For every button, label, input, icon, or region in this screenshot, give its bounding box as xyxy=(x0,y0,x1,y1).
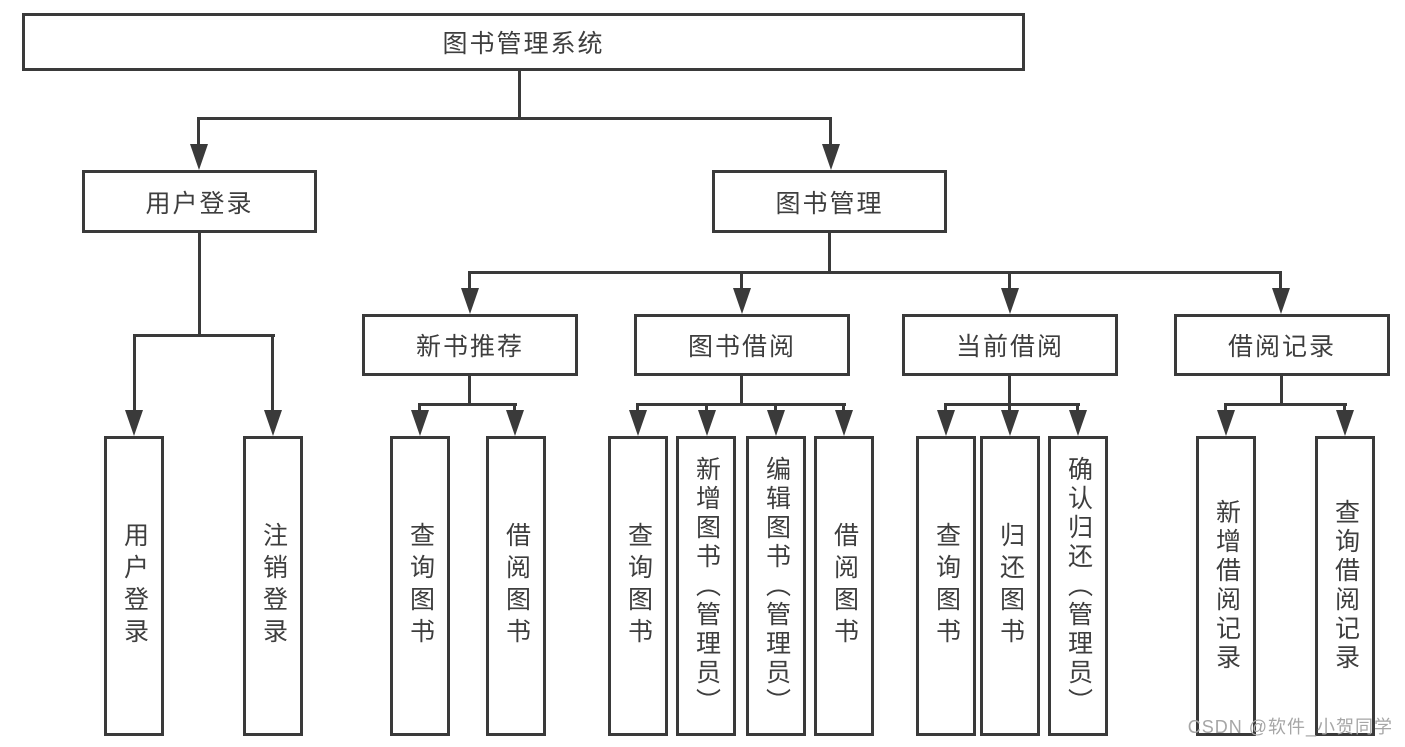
connector-line xyxy=(197,117,200,149)
leaf-query-books-borrow: 查询图书 xyxy=(608,436,668,736)
leaf-query-books-recommend-label: 查询图书 xyxy=(406,522,435,650)
connector-line xyxy=(636,403,639,413)
arrow-down-icon xyxy=(1272,288,1290,314)
connector-line xyxy=(133,334,275,337)
connector-line xyxy=(1008,271,1011,291)
arrow-down-icon xyxy=(733,288,751,314)
leaf-query-books-current: 查询图书 xyxy=(916,436,976,736)
connector-line xyxy=(1224,403,1347,406)
connector-line xyxy=(271,334,274,412)
connector-line xyxy=(1224,403,1227,413)
connector-line xyxy=(1076,403,1079,413)
csdn-watermark: CSDN @软件_小贺同学 xyxy=(1187,717,1393,737)
arrow-down-icon xyxy=(125,410,143,436)
connector-line xyxy=(740,376,743,406)
node-current-borrow: 当前借阅 xyxy=(902,314,1118,376)
leaf-borrow-books: 借阅图书 xyxy=(814,436,874,736)
connector-line xyxy=(944,403,947,413)
node-new-book-recommend-label: 新书推荐 xyxy=(415,333,524,361)
connector-line xyxy=(468,271,1282,274)
leaf-query-books-recommend: 查询图书 xyxy=(390,436,450,736)
leaf-logout: 注销登录 xyxy=(243,436,303,736)
connector-line xyxy=(518,71,521,119)
node-user-login: 用户登录 xyxy=(82,170,317,233)
arrow-down-icon xyxy=(767,410,785,436)
leaf-borrow-books-recommend: 借阅图书 xyxy=(486,436,546,736)
connector-line xyxy=(636,403,846,406)
connector-line xyxy=(1279,271,1282,291)
leaf-edit-book-admin: 编辑图书（管理员） xyxy=(746,436,806,736)
connector-line xyxy=(133,334,136,412)
arrow-down-icon xyxy=(937,410,955,436)
connector-line xyxy=(468,376,471,406)
arrow-down-icon xyxy=(1217,410,1235,436)
arrow-down-icon xyxy=(1336,410,1354,436)
leaf-borrow-books-recommend-label: 借阅图书 xyxy=(502,522,531,650)
arrow-down-icon xyxy=(835,410,853,436)
arrow-down-icon xyxy=(1069,410,1087,436)
connector-line xyxy=(418,403,421,413)
arrow-down-icon xyxy=(698,410,716,436)
connector-line xyxy=(705,403,708,413)
node-user-login-label: 用户登录 xyxy=(145,189,254,218)
leaf-edit-book-admin-label: 编辑图书（管理员） xyxy=(762,455,791,717)
arrow-down-icon xyxy=(1001,410,1019,436)
connector-line xyxy=(1343,403,1346,413)
arrow-down-icon xyxy=(1001,288,1019,314)
connector-line xyxy=(468,271,471,291)
leaf-logout-label: 注销登录 xyxy=(259,522,288,650)
arrow-down-icon xyxy=(506,410,524,436)
node-current-borrow-label: 当前借阅 xyxy=(955,333,1064,361)
connector-line xyxy=(828,233,831,274)
leaf-add-book-admin: 新增图书（管理员） xyxy=(676,436,736,736)
arrow-down-icon xyxy=(264,410,282,436)
connector-line xyxy=(740,271,743,291)
leaf-return-book: 归还图书 xyxy=(980,436,1040,736)
arrow-down-icon xyxy=(190,144,208,170)
node-borrow-records: 借阅记录 xyxy=(1174,314,1390,376)
leaf-query-books-current-label: 查询图书 xyxy=(932,522,961,650)
leaf-return-book-label: 归还图书 xyxy=(996,522,1025,650)
node-book-borrow-label: 图书借阅 xyxy=(687,333,796,361)
connector-line xyxy=(1008,376,1011,406)
leaf-borrow-books-label: 借阅图书 xyxy=(830,522,859,650)
node-book-borrow: 图书借阅 xyxy=(634,314,850,376)
leaf-query-borrow-record-label: 查询借阅记录 xyxy=(1331,499,1360,673)
arrow-down-icon xyxy=(411,410,429,436)
node-new-book-recommend: 新书推荐 xyxy=(362,314,578,376)
node-borrow-records-label: 借阅记录 xyxy=(1227,333,1336,361)
connector-line xyxy=(198,233,201,337)
connector-line xyxy=(829,117,832,149)
arrow-down-icon xyxy=(461,288,479,314)
connector-line xyxy=(418,403,517,406)
leaf-confirm-return-admin: 确认归还（管理员） xyxy=(1048,436,1108,736)
connector-line xyxy=(513,403,516,413)
arrow-down-icon xyxy=(822,144,840,170)
connector-line xyxy=(774,403,777,413)
connector-line xyxy=(944,403,1080,406)
connector-line xyxy=(197,117,832,120)
leaf-add-book-admin-label: 新增图书（管理员） xyxy=(692,455,721,717)
leaf-user-login-label: 用户登录 xyxy=(120,522,149,650)
node-book-management: 图书管理 xyxy=(712,170,947,233)
node-root: 图书管理系统 xyxy=(22,13,1025,71)
arrow-down-icon xyxy=(629,410,647,436)
leaf-query-borrow-record: 查询借阅记录 xyxy=(1315,436,1375,736)
connector-line xyxy=(842,403,845,413)
leaf-user-login: 用户登录 xyxy=(104,436,164,736)
leaf-confirm-return-admin-label: 确认归还（管理员） xyxy=(1064,455,1093,717)
leaf-query-books-borrow-label: 查询图书 xyxy=(624,522,653,650)
connector-line xyxy=(1008,403,1011,413)
node-root-label: 图书管理系统 xyxy=(442,30,605,58)
leaf-add-borrow-record-label: 新增借阅记录 xyxy=(1212,499,1241,673)
node-book-management-label: 图书管理 xyxy=(775,189,884,218)
leaf-add-borrow-record: 新增借阅记录 xyxy=(1196,436,1256,736)
connector-line xyxy=(1280,376,1283,406)
